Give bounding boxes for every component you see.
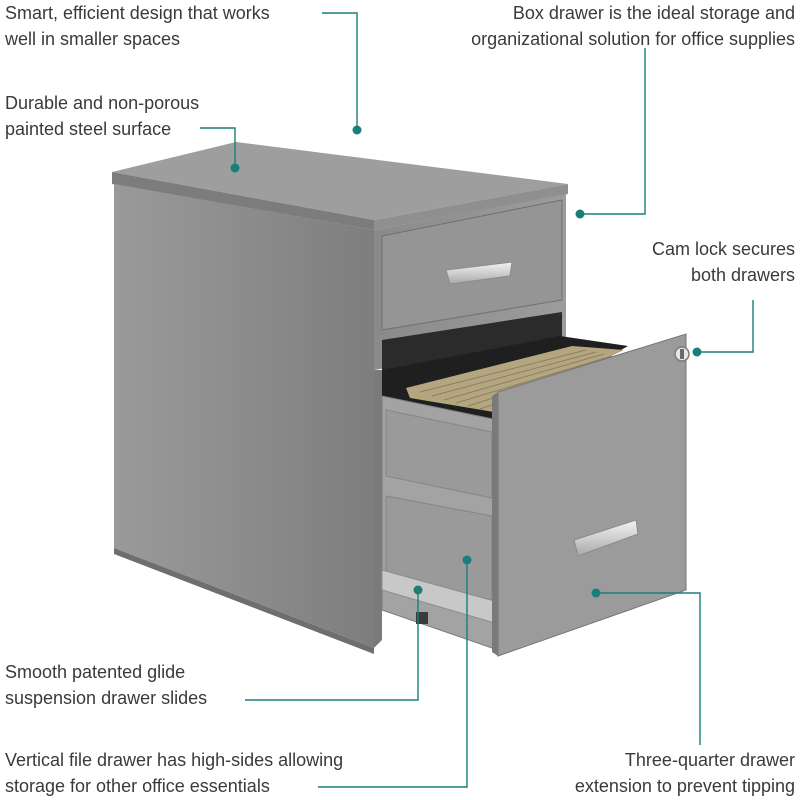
callout-box-drawer: Box drawer is the ideal storage and orga… — [471, 0, 795, 52]
callout-cam-lock: Cam lock secures both drawers — [652, 236, 795, 288]
cabinet-top — [112, 142, 568, 220]
callout-line: Smart, efficient design that works — [5, 3, 270, 23]
leader-extension — [596, 592, 701, 745]
callout-line: painted steel surface — [5, 119, 172, 139]
callout-smart-design: Smart, efficient design that works well … — [5, 0, 270, 52]
file-drawer-handle — [573, 519, 639, 557]
callout-line: well in smaller spaces — [5, 29, 181, 49]
cabinet-front-lower — [374, 370, 382, 648]
callout-line: Smooth patented glide — [5, 662, 186, 682]
callout-dots — [230, 125, 702, 598]
callout-glide-slides: Smooth patented glide suspension drawer … — [5, 659, 207, 711]
callout-line: Cam lock secures — [651, 239, 795, 259]
leader-smart-design — [322, 12, 358, 130]
callout-file-drawer: Vertical file drawer has high-sides allo… — [5, 747, 343, 799]
callout-line: Box drawer is the ideal storage and — [512, 3, 795, 23]
cabinet-base — [114, 548, 374, 654]
box-drawer-handle — [445, 261, 513, 285]
slide-bracket — [416, 612, 428, 624]
box-drawer-front — [381, 199, 563, 331]
leader-file-drawer — [318, 560, 468, 788]
callout-line: storage for other office essentials — [5, 776, 270, 796]
leader-glide-slides — [245, 590, 419, 701]
leader-box-drawer — [580, 48, 646, 215]
cabinet-interior — [382, 312, 562, 372]
callout-line: Durable and non-porous — [5, 93, 200, 113]
callout-extension: Three-quarter drawer extension to preven… — [575, 747, 795, 799]
cabinet-top-edge-front — [374, 184, 568, 230]
file-drawer-front-edge — [492, 392, 498, 656]
callout-line: extension to prevent tipping — [574, 776, 795, 796]
callout-line: both drawers — [690, 265, 795, 285]
callout-leaders — [200, 12, 754, 788]
leader-cam-lock — [697, 300, 754, 353]
callout-line: Vertical file drawer has high-sides allo… — [5, 750, 344, 770]
callout-line: Three-quarter drawer — [624, 750, 795, 770]
leader-steel-surface — [200, 127, 236, 168]
callout-steel-surface: Durable and non-porous painted steel sur… — [5, 90, 199, 142]
callout-line: organizational solution for office suppl… — [471, 29, 795, 49]
callout-line: suspension drawer slides — [5, 688, 208, 708]
cabinet-side — [114, 184, 374, 648]
cabinet-top-edge-left — [112, 172, 374, 230]
cam-lock-icon — [674, 346, 690, 362]
file-cabinet — [112, 142, 690, 657]
